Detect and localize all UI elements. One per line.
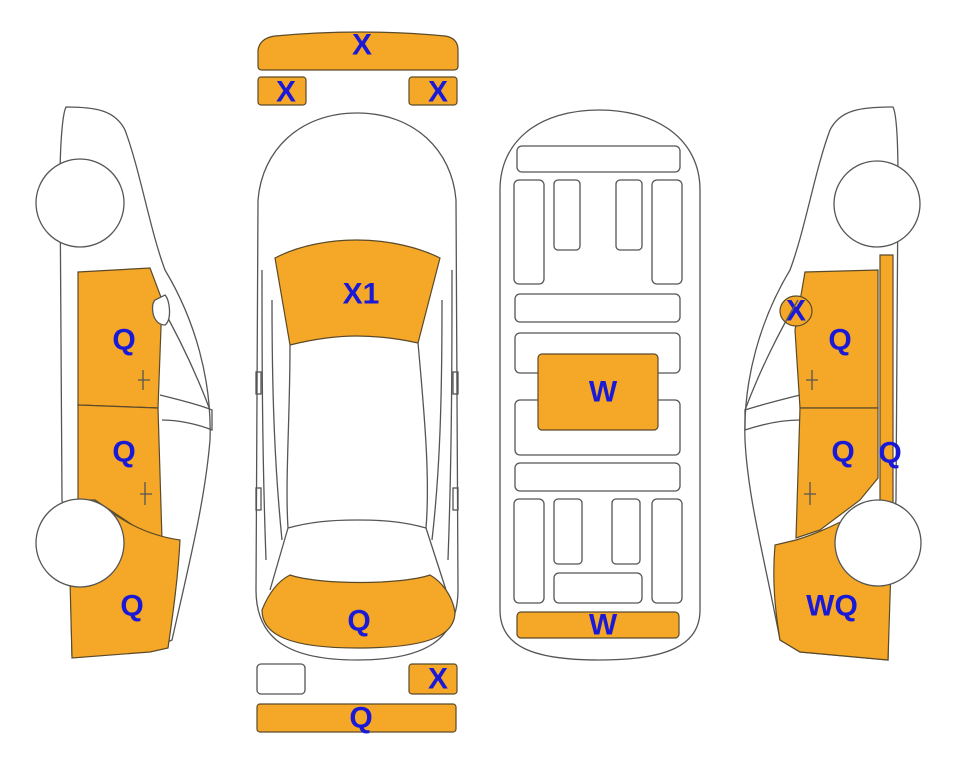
left-rear-quarter-label: Q xyxy=(120,590,143,623)
trunk-edge-label: W xyxy=(589,609,618,642)
front-parts: X X X xyxy=(257,29,459,109)
left-front-wheel xyxy=(35,158,125,248)
top-rear-label: Q xyxy=(347,605,370,638)
trunk-edge-panel[interactable] xyxy=(516,611,680,639)
rear-bumper-panel[interactable] xyxy=(256,703,457,733)
top-rear-panel[interactable] xyxy=(261,574,456,649)
left-rear-door-label: Q xyxy=(112,436,135,469)
front-left-lamp-label: X xyxy=(276,76,296,109)
right-front-door-label: Q xyxy=(828,324,851,357)
right-side-view: Q Q Q WQ X xyxy=(744,106,922,661)
front-right-lamp-panel[interactable] xyxy=(408,76,458,106)
left-front-fender-label: Q xyxy=(112,324,135,357)
windshield-panel[interactable] xyxy=(274,239,441,346)
right-mirror-label: X xyxy=(786,295,806,328)
front-bumper-label: X xyxy=(352,29,372,62)
rear-bumper-label: Q xyxy=(349,702,372,735)
right-pillar-label: Q xyxy=(878,437,901,470)
windshield-label: X1 xyxy=(343,278,380,311)
rear-parts: X Q xyxy=(256,663,458,735)
right-rear-quarter-label: WQ xyxy=(806,590,858,623)
top-view-car: X1 Q xyxy=(255,112,459,661)
left-front-fender-panel[interactable] xyxy=(77,267,163,409)
front-right-lamp-label: X xyxy=(428,76,448,109)
left-side-view: Q Q Q xyxy=(35,106,213,659)
rear-right-lamp-label: X xyxy=(428,663,448,696)
rear-right-lamp-panel[interactable] xyxy=(408,663,458,695)
roof-panel[interactable] xyxy=(537,353,659,431)
front-left-lamp-panel[interactable] xyxy=(257,76,307,106)
right-rear-door-panel[interactable] xyxy=(795,407,879,539)
roof-label: W xyxy=(589,376,618,409)
rear-left-lamp-panel[interactable] xyxy=(256,663,306,695)
right-rear-wheel xyxy=(834,499,922,587)
interior-view: W W xyxy=(499,109,701,661)
front-bumper-panel[interactable] xyxy=(257,31,459,71)
right-rear-door-label: Q xyxy=(831,436,854,469)
right-front-wheel xyxy=(833,160,921,248)
left-rear-wheel xyxy=(35,498,125,588)
